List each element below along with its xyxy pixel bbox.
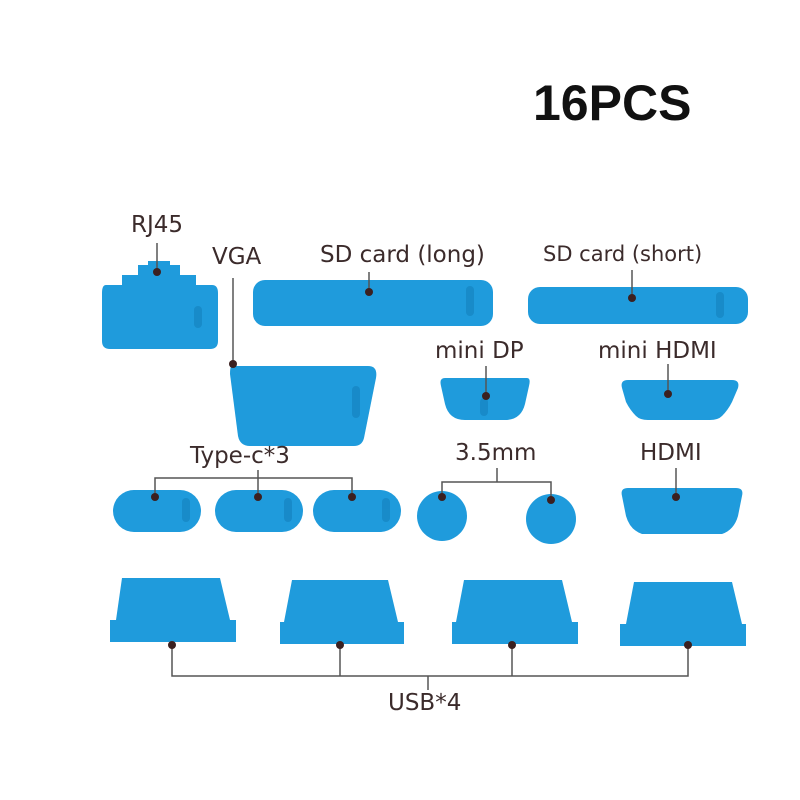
- hdmi-plug: [621, 488, 743, 534]
- label-mini-dp: mini DP: [435, 338, 524, 364]
- piece-count-title: 16PCS: [533, 75, 692, 131]
- label-sd-short: SD card (short): [543, 242, 703, 266]
- label-usb: USB*4: [388, 690, 462, 716]
- mini-hdmi-plug: [621, 380, 739, 420]
- usb-plug: [620, 582, 746, 646]
- usb-plug: [110, 578, 236, 642]
- rj45-plug: [102, 261, 218, 349]
- usb-plug: [452, 580, 578, 644]
- label-audio: 3.5mm: [455, 440, 537, 466]
- leader-dots: [151, 268, 692, 649]
- label-vga: VGA: [212, 244, 262, 270]
- type-c-plug: [215, 490, 303, 532]
- leader-lines: [154, 243, 689, 690]
- label-rj45: RJ45: [131, 212, 184, 238]
- label-mini-hdmi: mini HDMI: [598, 338, 717, 364]
- label-hdmi: HDMI: [640, 440, 702, 466]
- sd-short-plug: [528, 287, 748, 324]
- sd-long-plug: [253, 280, 493, 326]
- audio-plug: [526, 494, 576, 544]
- vga-plug: [230, 366, 377, 446]
- audio-plug: [417, 491, 467, 541]
- usb-plug: [280, 580, 404, 644]
- label-sd-long: SD card (long): [320, 242, 485, 268]
- type-c-plug: [113, 490, 201, 532]
- type-c-plug: [313, 490, 401, 532]
- label-type-c: Type-c*3: [190, 443, 290, 469]
